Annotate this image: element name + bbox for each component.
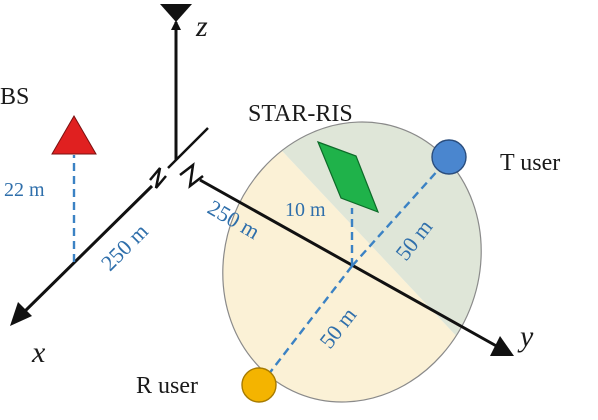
y-axis-break	[179, 162, 204, 189]
ris-height-label: 10 m	[285, 199, 326, 221]
bs-triangle-icon	[51, 115, 97, 155]
r-user-label: R user	[136, 373, 198, 399]
y-axis-arrowhead	[490, 336, 514, 356]
t-user-link	[351, 167, 441, 267]
r-user-link	[267, 265, 353, 376]
x-axis	[18, 184, 154, 318]
x-axis-break	[149, 167, 167, 189]
dashed-links	[72, 155, 441, 376]
y-axis-label: y	[517, 320, 534, 353]
x-axis-label: x	[31, 336, 46, 369]
bs-height-label: 22 m	[4, 179, 45, 201]
star-ris-panel	[316, 140, 380, 214]
z-axis-arrowhead	[160, 4, 192, 22]
t-user-icon	[431, 139, 467, 175]
x-axis-arrowhead	[10, 302, 32, 326]
r-user-icon	[241, 367, 277, 403]
t-user-label: T user	[500, 150, 560, 176]
ellipse-outline	[222, 121, 482, 403]
x-offset-label: 250 m	[96, 219, 153, 276]
bs-label: BS	[0, 84, 29, 110]
z-axis-label: z	[195, 10, 208, 43]
axis-break-marks	[149, 127, 209, 189]
y-axis	[199, 178, 501, 350]
star-ris-label: STAR-RIS	[248, 101, 353, 127]
